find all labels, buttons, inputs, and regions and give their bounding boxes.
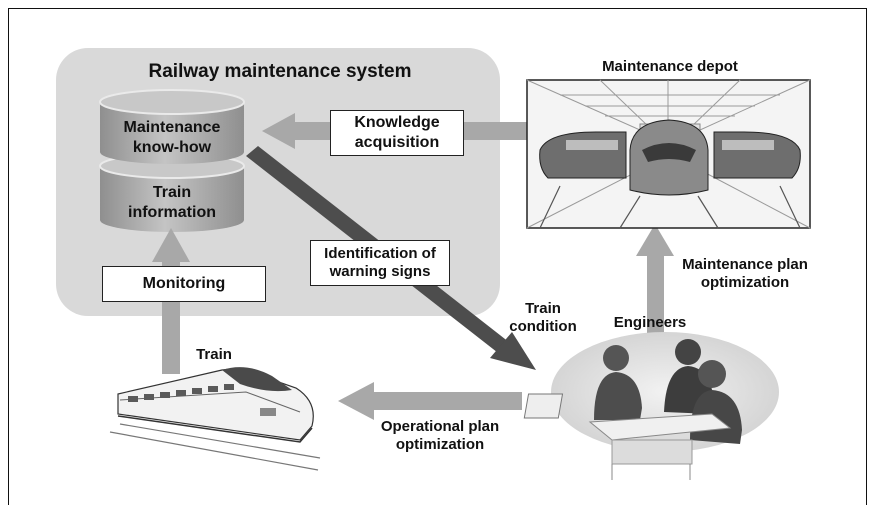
label-engineers: Engineers (613, 314, 687, 331)
db-maintenance-know-how: Maintenance know-how (123, 119, 221, 156)
label-operational-plan-optimization: Operational plan optimization (380, 418, 500, 454)
label-train-condition: Train condition (509, 300, 577, 336)
label-maintenance-plan-optimization: Maintenance plan optimization (682, 256, 808, 292)
label-identification-warning-signs: Identification of warning signs (310, 240, 450, 286)
maintenance-depot-image (526, 79, 811, 229)
train-image (109, 367, 321, 471)
db-train-information: Train information (128, 184, 216, 221)
figure-frame (8, 8, 867, 505)
database-icon (99, 89, 245, 232)
label-train: Train (196, 346, 232, 363)
label-knowledge-acquisition: Knowledge acquisition (330, 110, 464, 156)
system-title: Railway maintenance system (148, 61, 412, 82)
label-maintenance-depot: Maintenance depot (602, 58, 738, 75)
label-monitoring: Monitoring (102, 266, 266, 302)
engineers-image (523, 332, 779, 480)
